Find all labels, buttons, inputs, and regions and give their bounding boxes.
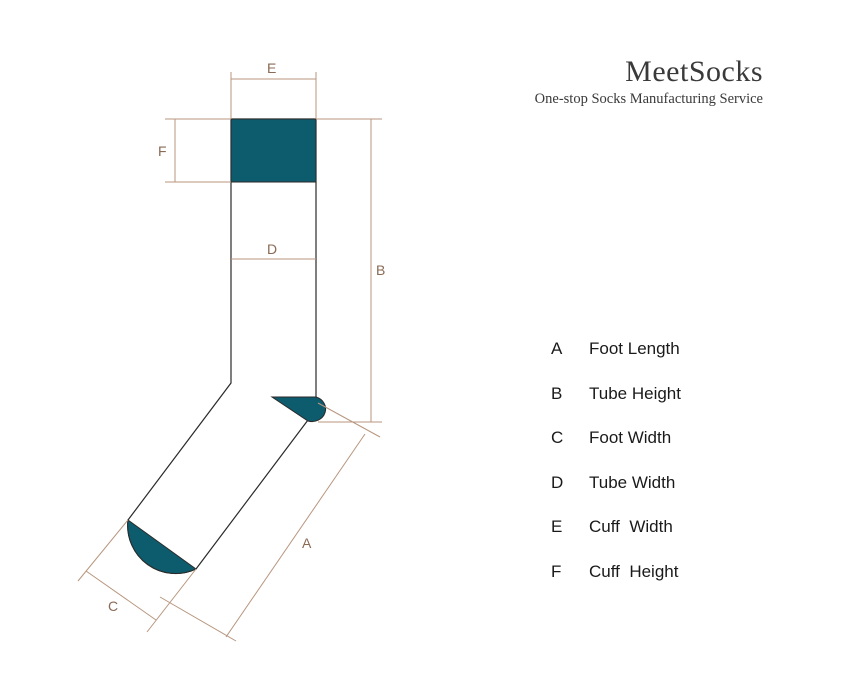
dim-a-extension-toe xyxy=(159,596,237,642)
legend-letter: F xyxy=(551,561,562,581)
dimension-legend: A Foot Length B Tube Height C Foot Width… xyxy=(551,339,681,606)
dim-a-line xyxy=(225,433,366,638)
legend-letter: A xyxy=(551,339,563,358)
dim-c-line xyxy=(85,570,157,621)
legend-label: Foot Length xyxy=(589,339,680,358)
brand-name: MeetSocks xyxy=(625,55,763,88)
cuff-band xyxy=(230,118,317,183)
legend-item: F Cuff Height xyxy=(551,562,681,607)
dim-label-e: E xyxy=(267,60,276,76)
dim-label-f: F xyxy=(158,143,167,159)
brand-tagline: One-stop Socks Manufacturing Service xyxy=(534,91,763,107)
legend-letter: D xyxy=(551,472,564,492)
dim-label-b: B xyxy=(376,262,385,278)
legend-label: Foot Width xyxy=(589,428,672,447)
legend-label: Cuff Height xyxy=(589,561,679,581)
legend-item: E Cuff Width xyxy=(551,517,681,562)
legend-item: D Tube Width xyxy=(551,473,681,518)
legend-label: Tube Height xyxy=(589,383,681,403)
legend-letter: B xyxy=(551,383,563,403)
legend-item: A Foot Length xyxy=(551,339,681,384)
dim-label-d: D xyxy=(267,241,277,257)
dim-a-extension-heel xyxy=(317,402,381,438)
heel-patch xyxy=(270,396,327,423)
legend-item: B Tube Height xyxy=(551,384,681,429)
dim-c-extension-top xyxy=(77,519,129,582)
dim-label-c: C xyxy=(108,598,118,614)
legend-label: Tube Width xyxy=(589,472,676,492)
legend-letter: C xyxy=(551,428,564,447)
sock-outline xyxy=(127,118,317,575)
legend-letter: E xyxy=(551,517,563,536)
dim-c-extension-bottom xyxy=(146,568,197,633)
toe-patch xyxy=(127,519,197,574)
dim-label-a: A xyxy=(302,535,312,551)
legend-item: C Foot Width xyxy=(551,428,681,473)
legend-label: Cuff Width xyxy=(589,517,673,536)
brand-block: MeetSocks One-stop Socks Manufacturing S… xyxy=(535,54,763,108)
